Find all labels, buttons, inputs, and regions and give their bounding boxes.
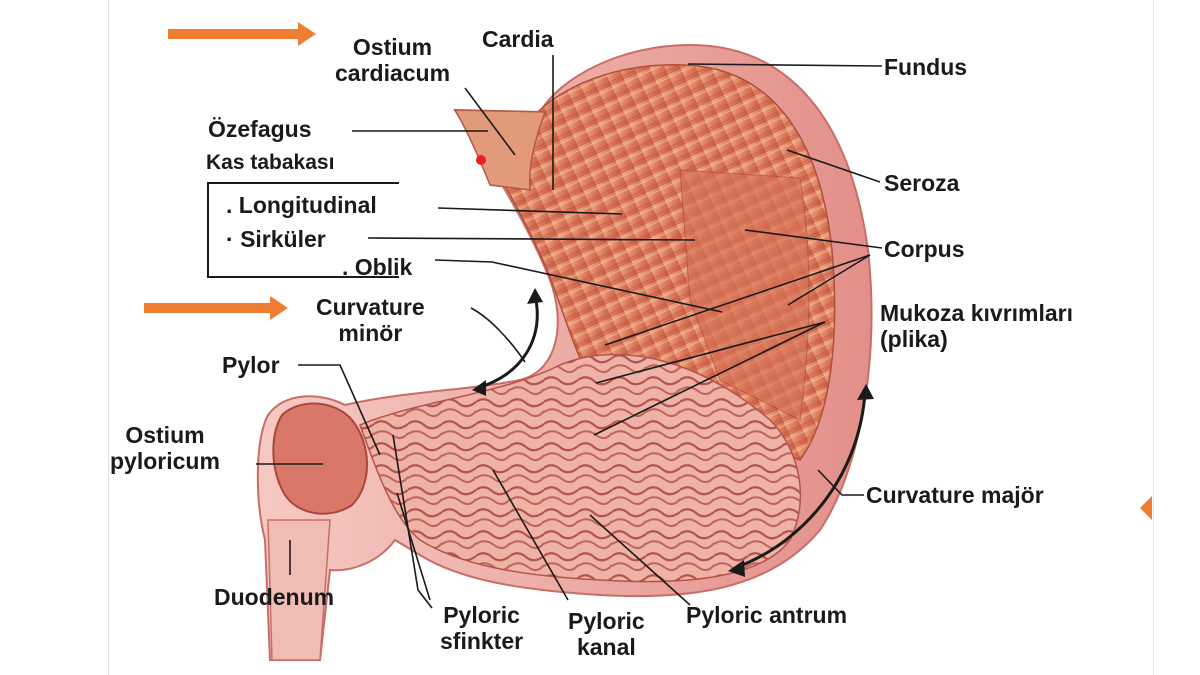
orange-arrow-middle <box>144 296 288 320</box>
label-sirkuler: · Sirküler <box>226 226 326 252</box>
label-ozefagus: Özefagus <box>208 116 312 142</box>
label-seroza: Seroza <box>884 170 960 196</box>
label-cardia: Cardia <box>482 26 554 52</box>
label-ostium-cardiacum: Ostium cardiacum <box>335 34 451 86</box>
label-oblik: . Oblik <box>342 254 413 280</box>
label-ostium-pyloricum: Ostium pyloricum <box>110 422 220 474</box>
label-pyloric-antrum: Pyloric antrum <box>686 602 848 628</box>
label-duodenum: Duodenum <box>214 584 335 610</box>
label-curvature-major: Curvature majör <box>866 482 1044 508</box>
esophagus <box>453 109 547 191</box>
orange-arrow-right-edge <box>1140 496 1152 520</box>
label-kas-tabakasi: Kas tabakası <box>206 151 335 174</box>
label-pyloric-kanal: Pyloric kanal <box>568 608 645 660</box>
bullet: · <box>226 226 234 252</box>
label-mukoza-kivrimlari: Mukoza kıvrımları (plika) <box>880 300 1074 352</box>
label-corpus: Corpus <box>884 236 965 262</box>
leader-lines <box>256 55 883 609</box>
muscle-layers-bracket <box>207 182 399 278</box>
curvature-arrows <box>479 294 867 570</box>
orange-arrow-top <box>168 22 316 46</box>
duodenum-tube <box>267 519 331 661</box>
label-longitudinal: . Longitudinal <box>226 192 377 218</box>
mucosa-folds <box>359 353 802 583</box>
circular-layer-band <box>679 169 810 421</box>
label-curvature-minor: Curvature minör <box>316 294 425 346</box>
curvature-arrowheads <box>472 288 874 577</box>
marker-dot <box>476 155 486 165</box>
bullet: . <box>342 254 349 280</box>
curvature-minor-leader <box>470 307 526 363</box>
pylorus-ring <box>272 402 368 515</box>
label-pylor: Pylor <box>222 352 280 378</box>
label-fundus: Fundus <box>884 54 968 80</box>
label-pyloric-sfinkter: Pyloric sfinkter <box>440 602 524 654</box>
bullet: . <box>226 192 233 218</box>
